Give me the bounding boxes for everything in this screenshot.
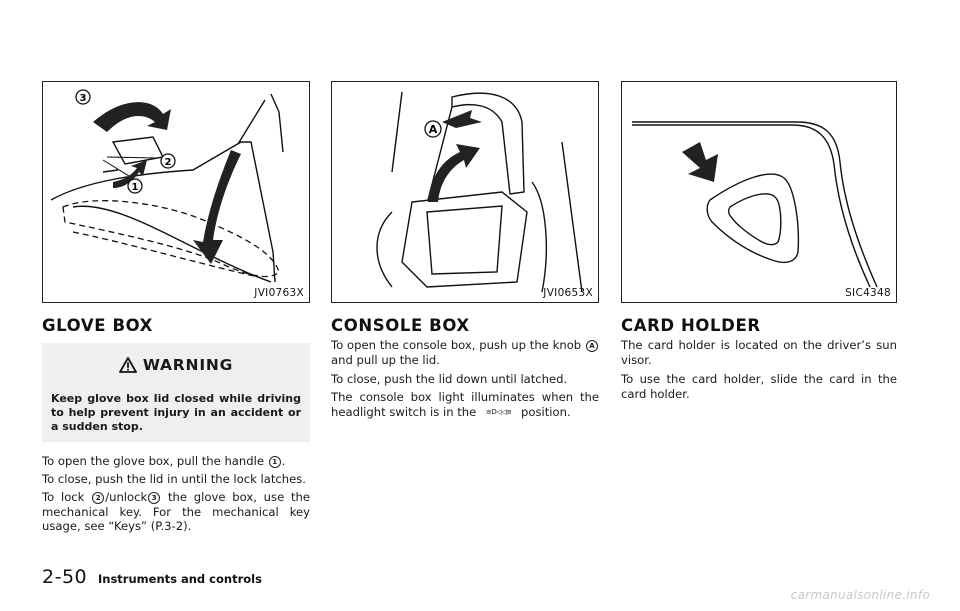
console-box-paragraph-2: To close, push the lid down until latche…	[331, 372, 568, 386]
card-holder-illustration	[632, 121, 878, 288]
console-box-heading: CONSOLE BOX	[331, 316, 470, 335]
glove-box-paragraph-1: To open the glove box, pull the handle 1…	[42, 454, 310, 469]
callout-a	[424, 120, 442, 138]
callout-2	[160, 153, 176, 169]
callout-3-label: 3	[80, 93, 87, 104]
figure-code: SIC4348	[845, 287, 891, 299]
console-box-paragraph-1: To open the console box, push up the kno…	[331, 338, 599, 367]
text-segment: To lock	[42, 490, 85, 504]
callout-1-label: 1	[132, 182, 139, 193]
callout-a-label: A	[429, 123, 438, 136]
warning-triangle-icon	[118, 357, 137, 373]
glove-box-illustration: 3 2 1	[50, 89, 284, 283]
page-number: 2-50	[42, 566, 88, 588]
callout-3	[75, 89, 91, 105]
figure-code: JVI0763X	[254, 287, 304, 299]
warning-header: WARNING	[42, 356, 310, 374]
reference-a-icon: A	[586, 340, 599, 352]
glove-box-paragraph-2: To close, push the lid in until the lock…	[42, 472, 306, 486]
text-segment: .	[281, 454, 286, 468]
text-segment: The console box light illuminates when t…	[331, 390, 599, 419]
text-segment: /unlock	[105, 490, 148, 504]
console-box-paragraph-3: The console box light illuminates when t…	[331, 390, 599, 419]
callout-2-label: 2	[165, 157, 172, 168]
glove-box-heading: GLOVE BOX	[42, 316, 153, 335]
console-box-illustration: A	[376, 91, 583, 293]
card-holder-paragraph-1: The card holder is located on the driver…	[621, 338, 897, 367]
card-holder-paragraph-2: To use the card holder, slide the card i…	[621, 372, 897, 401]
reference-2-icon: 2	[92, 492, 105, 504]
console-box-figure: A JVI0653X	[331, 81, 599, 303]
text-segment: To open the glove box, pull the handle	[42, 454, 264, 468]
card-holder-heading: CARD HOLDER	[621, 316, 761, 335]
text-segment: and pull up the lid.	[331, 352, 440, 367]
callout-1	[127, 178, 143, 194]
warning-text: Keep glove box lid closed while driving …	[51, 392, 301, 434]
watermark: carmanualsonline.info	[790, 588, 930, 602]
text-segment: position.	[521, 404, 571, 419]
text-segment: To open the console box, push up the kno…	[331, 338, 582, 352]
glove-box-figure: 3 2 1 JVI0763X	[42, 81, 310, 303]
text-segment: the glove box, use the mechanical key. F…	[42, 490, 311, 533]
section-title: Instruments and controls	[98, 572, 262, 586]
figure-code: JVI0653X	[543, 287, 593, 299]
reference-1-icon: 1	[268, 456, 281, 468]
card-holder-figure: SIC4348	[621, 81, 897, 303]
warning-title: WARNING	[142, 356, 234, 374]
warning-box: WARNING Keep glove box lid closed while …	[42, 343, 310, 442]
reference-3-icon: 3	[148, 492, 161, 504]
headlight-switch-icon: ≡D◁◁≡	[485, 407, 512, 416]
